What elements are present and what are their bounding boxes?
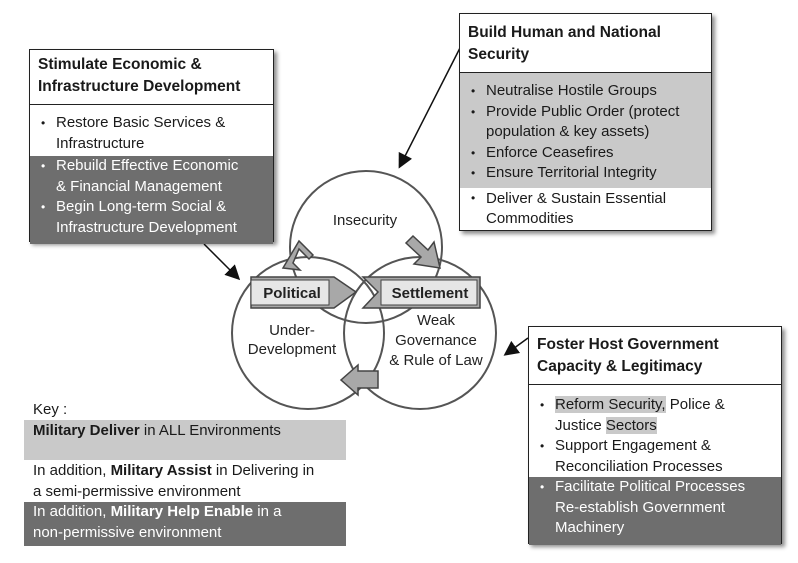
- security-item: Provide Public Order (protect population…: [460, 102, 711, 143]
- governance-item: Reform Security, Police & Justice Sector…: [529, 395, 781, 436]
- governance-item: Support Engagement & Reconciliation Proc…: [529, 436, 781, 477]
- economic-box-title: Stimulate Economic & Infrastructure Deve…: [30, 50, 273, 105]
- cycle-arrow-up: [281, 239, 315, 271]
- connector-security: [398, 43, 463, 169]
- governance-item: Facilitate Political Processes Re-establ…: [529, 477, 781, 539]
- governance-dark-block: Facilitate Political Processes Re-establ…: [529, 477, 781, 545]
- key-row-deliver: Military Deliver in ALL Environments: [24, 420, 346, 460]
- security-item: Enforce Ceasefires: [460, 143, 711, 164]
- settlement-label: Settlement: [392, 285, 469, 302]
- economic-item: Begin Long-term Social & Infrastructure …: [30, 197, 273, 238]
- governance-items: Reform Security, Police & Justice Sector…: [529, 385, 781, 545]
- governance-box: Foster Host Government Capacity & Legiti…: [528, 326, 782, 545]
- security-box-title: Build Human and National Security: [460, 14, 711, 73]
- security-box: Build Human and National Security Neutra…: [459, 13, 712, 231]
- cycle-arrow-down-right: [404, 234, 441, 269]
- economic-item: Restore Basic Services & Infrastructure: [30, 113, 273, 154]
- governance-label-3: & Rule of Law: [389, 352, 483, 369]
- political-label: Political: [263, 285, 321, 302]
- cycle-arrow-left: [339, 363, 379, 397]
- connector-economic: [203, 243, 241, 281]
- connector-governance: [503, 337, 529, 356]
- security-item: Deliver & Sustain Essential Commodities: [460, 188, 711, 230]
- security-light-block: Neutralise Hostile Groups Provide Public…: [460, 73, 711, 188]
- economic-dark-block: Rebuild Effective Economic & Financial M…: [30, 156, 273, 244]
- key-row-help-enable: In addition, Military Help Enable in a n…: [24, 502, 346, 546]
- under-development-label-1: Under-: [269, 322, 315, 339]
- economic-items: Restore Basic Services & Infrastructure …: [30, 105, 273, 244]
- insecurity-label: Insecurity: [333, 212, 398, 229]
- economic-item: Rebuild Effective Economic & Financial M…: [30, 156, 273, 197]
- key-heading: Key :: [33, 401, 68, 418]
- insecurity-circle: [289, 170, 443, 324]
- security-item: Ensure Territorial Integrity: [460, 163, 711, 184]
- governance-label-1: Weak: [417, 312, 456, 329]
- under-development-label-2: Development: [248, 341, 337, 358]
- security-items: Neutralise Hostile Groups Provide Public…: [460, 73, 711, 230]
- security-item: Neutralise Hostile Groups: [460, 81, 711, 102]
- governance-label-2: Governance: [395, 332, 477, 349]
- governance-box-title: Foster Host Government Capacity & Legiti…: [529, 327, 781, 385]
- settlement-arrow: [361, 276, 481, 309]
- key-row-assist: In addition, Military Assist in Deliveri…: [33, 462, 315, 500]
- political-arrow: [250, 276, 358, 309]
- economic-development-box: Stimulate Economic & Infrastructure Deve…: [29, 49, 274, 244]
